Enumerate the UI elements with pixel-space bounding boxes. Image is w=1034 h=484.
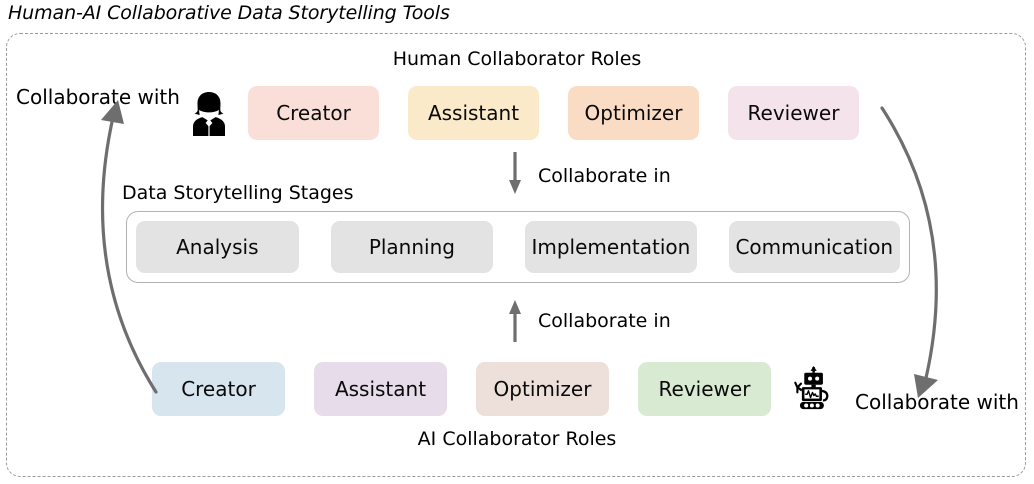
right-collaborate-with-label: Collaborate with [855, 390, 1019, 414]
stage-communication[interactable]: Communication [728, 221, 900, 273]
collaborate-in-up-arrow-icon [509, 300, 521, 342]
ai-role-optimizer[interactable]: Optimizer [476, 362, 609, 416]
ai-role-assistant[interactable]: Assistant [314, 362, 447, 416]
data-storytelling-stages-title: Data Storytelling Stages [122, 182, 354, 204]
stage-planning[interactable]: Planning [330, 221, 494, 273]
ai-role-creator[interactable]: Creator [152, 362, 285, 416]
human-role-optimizer[interactable]: Optimizer [568, 86, 699, 140]
stage-implementation[interactable]: Implementation [525, 221, 697, 273]
human-role-reviewer[interactable]: Reviewer [728, 86, 859, 140]
stages-container: Analysis Planning Implementation Communi… [126, 211, 910, 283]
person-icon [186, 86, 232, 140]
ai-collaborator-roles-title: AI Collaborator Roles [417, 428, 617, 450]
robot-icon [787, 362, 833, 416]
collaborate-in-down-arrow-icon [509, 152, 521, 194]
diagram-frame [6, 33, 1026, 477]
human-role-assistant[interactable]: Assistant [408, 86, 539, 140]
left-collaborate-with-label: Collaborate with [16, 85, 180, 109]
human-roles-row: Creator Assistant Optimizer Reviewer [186, 86, 888, 140]
human-role-creator[interactable]: Creator [248, 86, 379, 140]
stage-analysis[interactable]: Analysis [136, 221, 299, 273]
ai-collaborate-in-label: Collaborate in [538, 310, 671, 332]
ai-roles-row: Creator Assistant Optimizer Reviewer [152, 362, 839, 416]
ai-role-reviewer[interactable]: Reviewer [638, 362, 771, 416]
human-collaborator-roles-title: Human Collaborator Roles [392, 48, 642, 70]
human-collaborate-in-label: Collaborate in [538, 165, 671, 187]
figure-title: Human-AI Collaborative Data Storytelling… [8, 2, 450, 24]
